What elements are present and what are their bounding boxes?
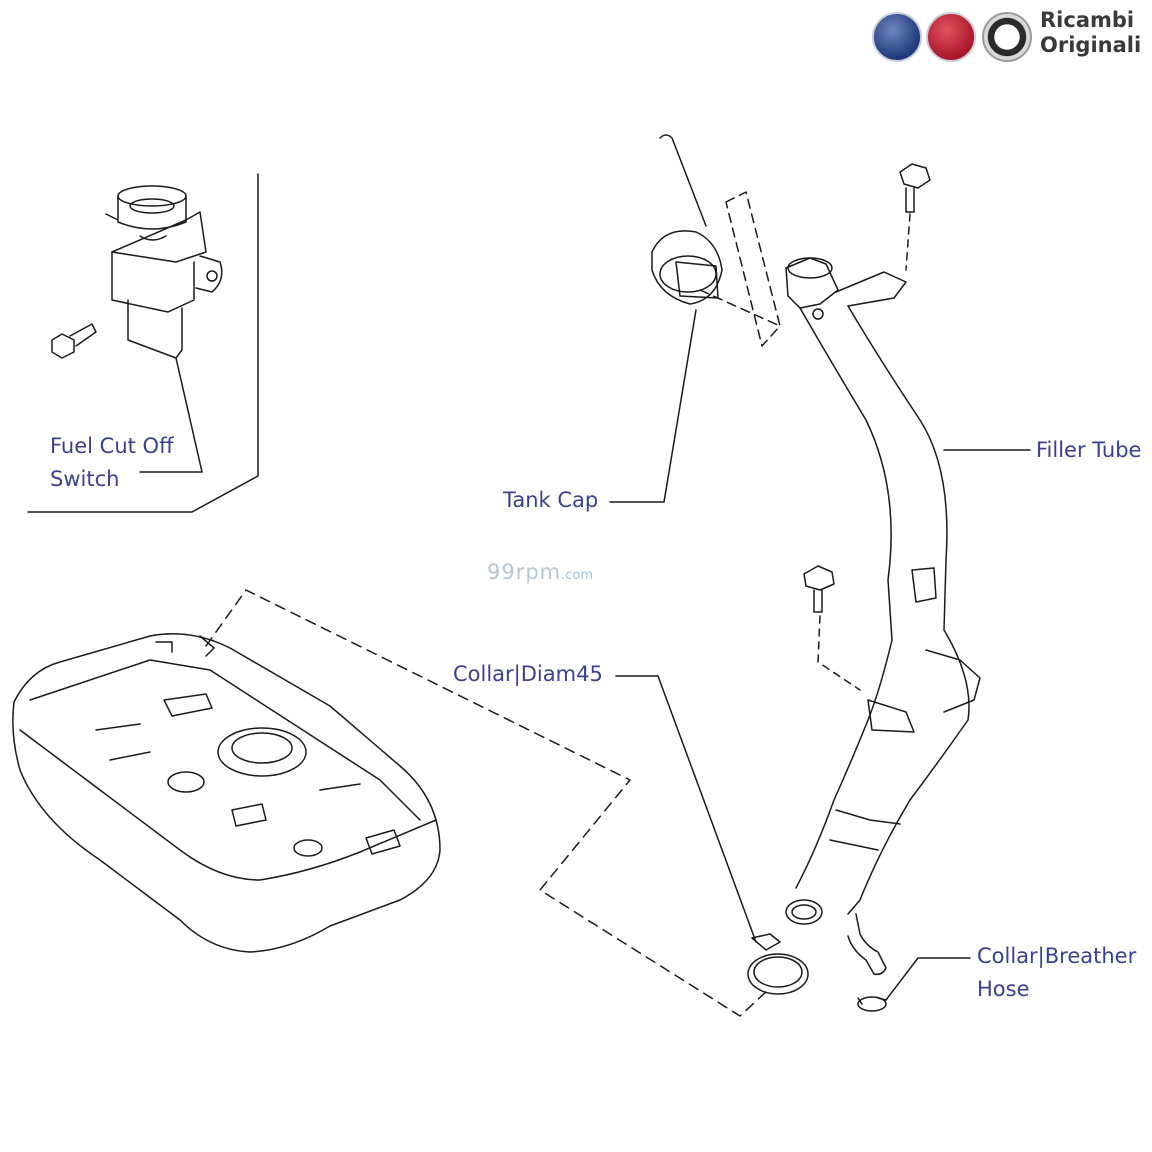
label-collar-breather-hose: Collar|Breather Hose [977,940,1136,1006]
site-watermark: 99rpm.com [487,560,593,584]
label-fuel-cut-off-line-2: Switch [50,467,120,491]
fuel-tank-icon [12,632,441,953]
fiat-logo-icon [926,12,976,62]
alfa-romeo-logo-icon [982,12,1032,62]
watermark-suffix: .com [561,568,594,583]
brand-title: Ricambi Originali [1040,8,1141,58]
brand-line-1: Ricambi [1040,8,1135,32]
tank-cap-icon [651,134,723,305]
middle-bolt-icon [803,565,835,613]
lancia-logo-icon [872,12,922,62]
top-bolt-icon [899,163,931,213]
fuel-cut-off-switch-icon [105,185,223,359]
filler-tube-icon [785,257,981,976]
label-collar-breather-line-1: Collar|Breather [977,944,1137,968]
cap-dashed-box [699,191,781,347]
tank-dashed-link [205,589,769,1017]
tank-cap-leader [609,309,697,503]
brand-line-2: Originali [1040,33,1142,57]
top-bolt-dashed [905,213,911,271]
collar-diam45-icon [747,933,809,995]
inset-frame [27,173,259,513]
brand-logo-bar: Ricambi Originali [872,6,1144,64]
collar-diam45-leader [615,675,757,943]
collar-breather-leader [885,957,971,1001]
label-fuel-cut-off-line-1: Fuel Cut Off [50,434,174,458]
label-fuel-cut-off-switch: Fuel Cut Off Switch [50,430,174,496]
label-collar-breather-line-2: Hose [977,977,1030,1001]
collar-breather-icon [857,996,887,1012]
switch-screw-icon [51,323,97,359]
middle-bolt-dashed [817,615,861,691]
label-filler-tube: Filler Tube [1036,438,1142,462]
fuel-cut-off-leader [139,357,203,473]
label-tank-cap: Tank Cap [503,488,599,512]
watermark-main: 99rpm [487,560,562,584]
label-collar-diam45: Collar|Diam45 [453,662,603,686]
